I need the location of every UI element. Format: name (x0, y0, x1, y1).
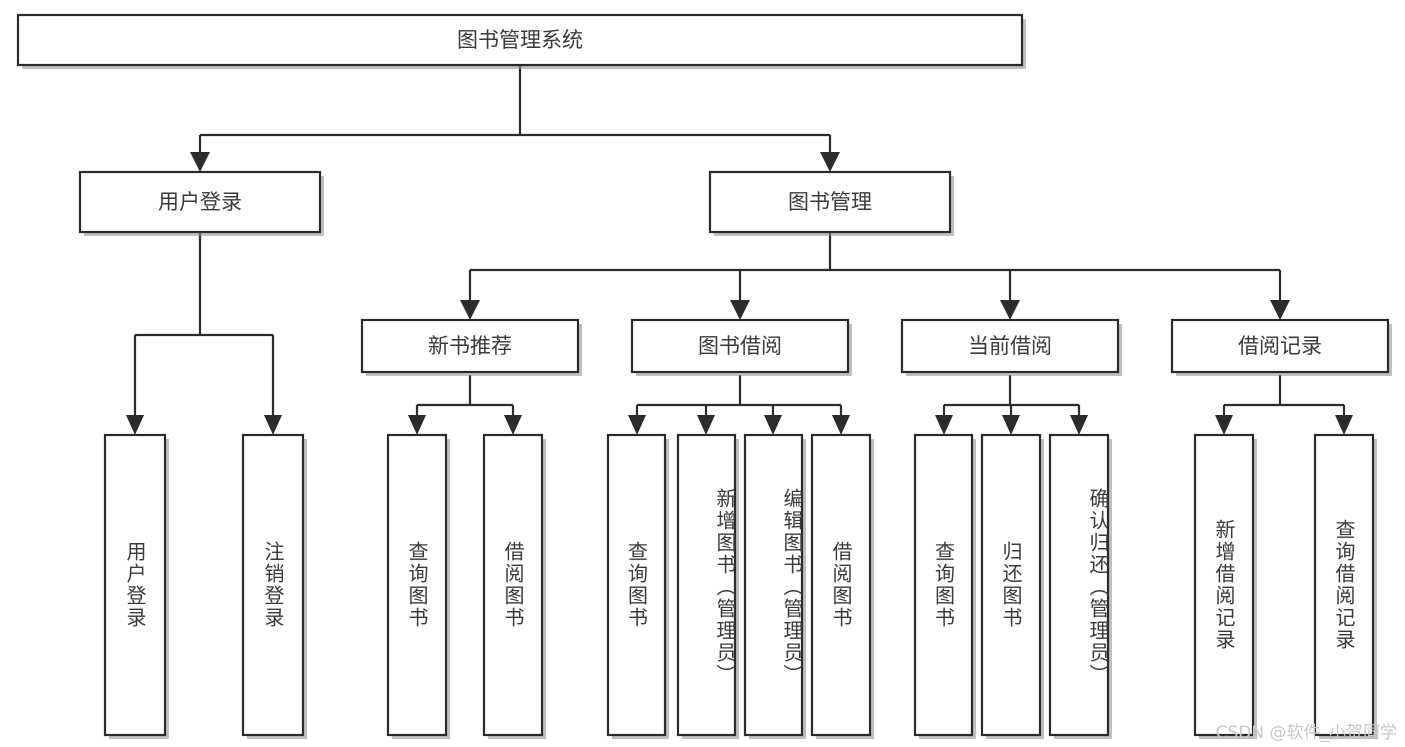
connector-group-book-manage (460, 232, 1290, 320)
node-new-book-rec[interactable]: 新书推荐 (360, 318, 582, 376)
arrow-bm-to-new-book-rec (460, 300, 480, 320)
node-leaf-add-record-box (1193, 433, 1255, 737)
node-leaf-user-logout-box (241, 433, 305, 737)
arrow-bb-to-query-book (628, 415, 646, 435)
node-leaf-confirm-return-box (1048, 433, 1110, 737)
csdn-watermark: CSDN @软件_小贺同学 (1215, 723, 1397, 743)
node-book-borrow-label: 图书借阅 (698, 334, 782, 358)
connector-group-new-book-rec (408, 375, 522, 435)
node-borrow-record[interactable]: 借阅记录 (1170, 318, 1392, 376)
arrow-cb-to-return-book (1002, 415, 1020, 435)
node-current-borrow[interactable]: 当前借阅 (900, 318, 1122, 376)
arrow-bb-to-edit-book (764, 415, 782, 435)
node-leaf-query-book-1-box (386, 433, 448, 737)
node-leaf-add-book[interactable] (676, 433, 739, 739)
arrow-bb-to-borrow-book (832, 415, 850, 435)
node-leaf-borrow-book-2-box (810, 433, 872, 737)
node-current-borrow-label: 当前借阅 (968, 334, 1052, 358)
arrow-br-to-query-record (1335, 415, 1353, 435)
node-leaf-edit-book[interactable] (743, 433, 806, 739)
arrow-cb-to-confirm-return (1070, 415, 1088, 435)
arrow-br-to-add-record (1215, 415, 1233, 435)
node-leaf-query-record[interactable] (1313, 433, 1377, 739)
node-leaf-return-book[interactable] (980, 433, 1044, 739)
node-current-borrow-box (900, 318, 1120, 374)
arrow-cb-to-query-book (935, 415, 953, 435)
node-borrow-record-label: 借阅记录 (1238, 334, 1322, 358)
arrow-bm-to-borrow-record (1270, 300, 1290, 320)
node-leaf-user-logout[interactable] (241, 433, 307, 739)
arrow-bm-to-book-borrow (730, 300, 750, 320)
node-leaf-borrow-book-1-box (482, 433, 544, 737)
node-leaf-borrow-book-2[interactable] (810, 433, 874, 739)
node-leaf-user-login[interactable] (103, 433, 169, 739)
connector-group-current-borrow (935, 375, 1088, 435)
node-leaf-query-book-1[interactable] (386, 433, 450, 739)
arrow-root-to-user-login (190, 152, 210, 172)
node-borrow-record-box (1170, 318, 1390, 374)
node-leaf-query-book-2-box (606, 433, 667, 737)
node-user-login-box (78, 170, 322, 234)
arrow-nbr-to-borrow-book (504, 415, 522, 435)
arrow-ul-to-user-logout-leaf (264, 415, 282, 435)
node-root[interactable]: 图书管理系统 (16, 13, 1026, 69)
connector-group-book-borrow (628, 375, 850, 435)
node-leaf-return-book-box (980, 433, 1042, 737)
connector-group-user-login (126, 232, 282, 435)
node-book-manage-box (708, 170, 952, 234)
arrow-ul-to-user-login-leaf (126, 415, 144, 435)
node-book-manage-label: 图书管理 (788, 190, 872, 214)
node-leaf-add-record[interactable] (1193, 433, 1257, 739)
node-leaf-edit-book-box (743, 433, 804, 737)
node-book-borrow[interactable]: 图书借阅 (630, 318, 852, 376)
node-leaf-add-book-box (676, 433, 737, 737)
node-leaf-query-record-box (1313, 433, 1375, 737)
connector-group-borrow-record (1215, 375, 1353, 435)
arrow-nbr-to-query-book (408, 415, 426, 435)
node-root-box (16, 13, 1024, 67)
arrow-bm-to-current-borrow (1000, 300, 1020, 320)
node-book-borrow-box (630, 318, 850, 374)
node-user-login[interactable]: 用户登录 (78, 170, 324, 236)
node-root-label: 图书管理系统 (457, 28, 583, 52)
connector-group-root (190, 66, 840, 172)
node-new-book-rec-label: 新书推荐 (428, 334, 512, 358)
node-book-manage[interactable]: 图书管理 (708, 170, 954, 236)
node-new-book-rec-box (360, 318, 580, 374)
node-leaf-query-book-2[interactable] (606, 433, 669, 739)
node-leaf-query-book-3[interactable] (913, 433, 976, 739)
arrow-bb-to-add-book (697, 415, 715, 435)
node-leaf-query-book-3-box (913, 433, 974, 737)
node-leaf-confirm-return[interactable] (1048, 433, 1112, 739)
node-user-login-label: 用户登录 (158, 190, 242, 214)
node-leaf-user-login-box (103, 433, 167, 737)
node-leaf-borrow-book-1[interactable] (482, 433, 546, 739)
arrow-root-to-book-manage (820, 152, 840, 172)
